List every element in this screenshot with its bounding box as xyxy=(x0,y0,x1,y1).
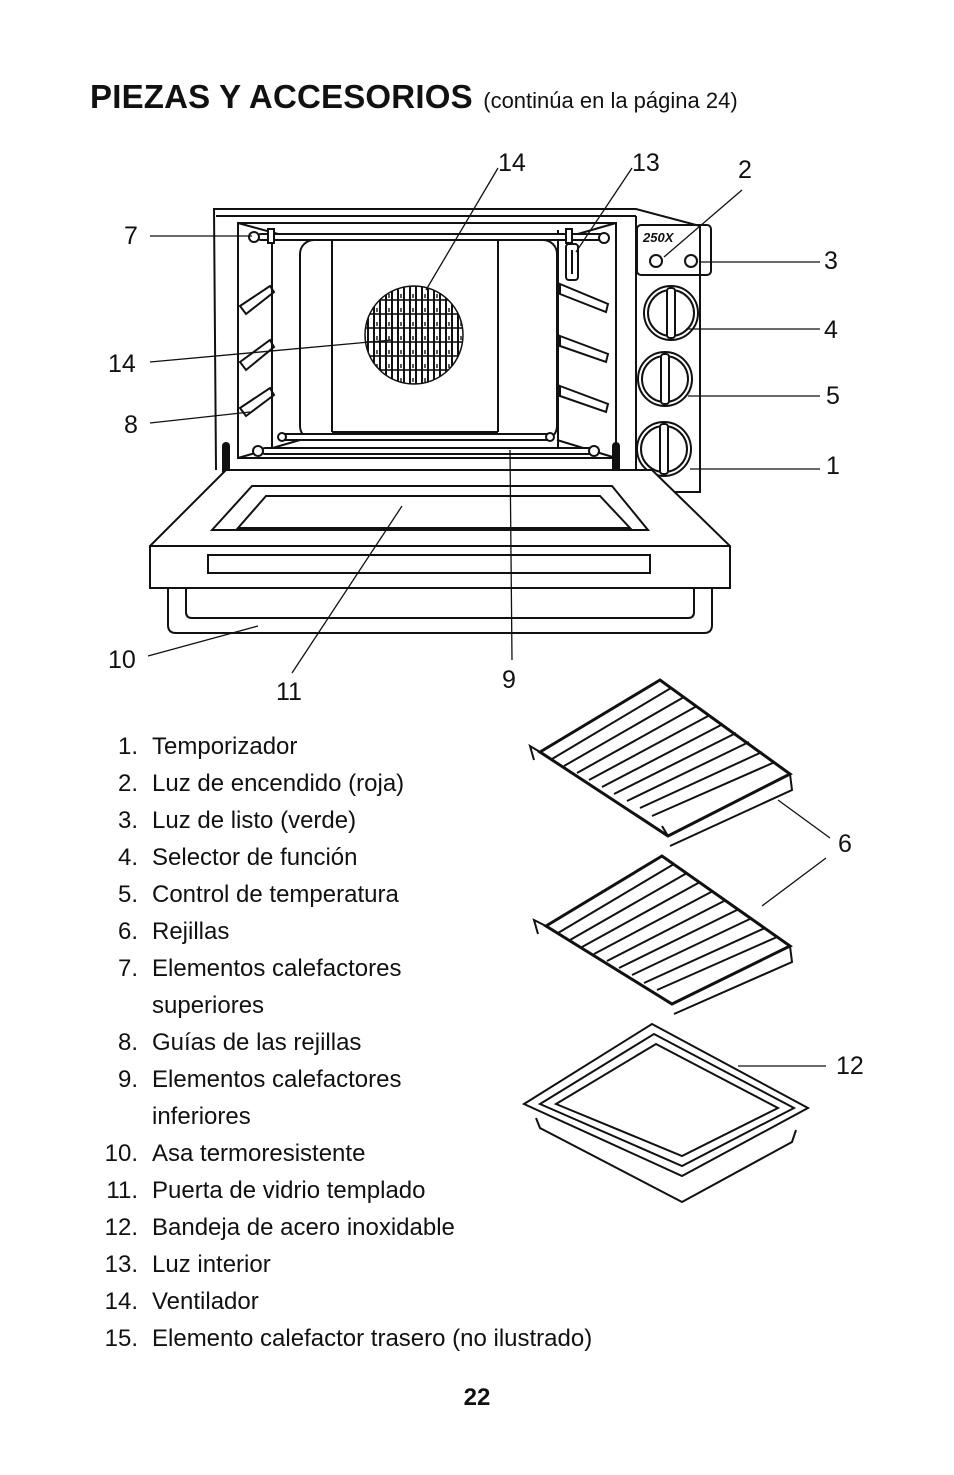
heading-continuation-note: (continúa en la página 24) xyxy=(483,88,738,113)
interior-light xyxy=(565,243,579,281)
ready-light xyxy=(684,254,698,268)
list-item: 12.Bandeja de acero inoxidable xyxy=(104,1214,455,1241)
callout-9: 9 xyxy=(502,666,516,694)
wire-rack-lower xyxy=(532,854,794,1015)
callout-7: 7 xyxy=(124,222,138,250)
power-light xyxy=(649,254,663,268)
wire-rack-upper xyxy=(528,678,794,847)
callout-6: 6 xyxy=(838,830,852,858)
lower-heating-element xyxy=(252,432,600,457)
list-item: 13.Luz interior xyxy=(104,1251,271,1278)
callout-11: 11 xyxy=(276,678,302,706)
list-item: 15.Elemento calefactor trasero (no ilust… xyxy=(104,1325,593,1352)
heat-resistant-handle xyxy=(167,588,713,634)
brand-logo: 250X xyxy=(642,230,675,245)
callout-2: 2 xyxy=(738,156,752,184)
tempered-glass-door xyxy=(149,469,731,589)
temperature-knob xyxy=(637,351,693,407)
fan xyxy=(364,285,464,385)
function-knob xyxy=(643,285,699,341)
list-item: 8.Guías de las rejillas xyxy=(117,1029,362,1056)
list-item: 14.Ventilador xyxy=(104,1288,259,1315)
section-heading: PIEZAS Y ACCESORIOS (continúa en la pági… xyxy=(90,78,738,116)
list-item: 9.Elementos calefactores inferiores xyxy=(117,1066,402,1130)
callout-13: 13 xyxy=(632,149,660,177)
callout-3: 3 xyxy=(824,247,838,275)
callout-numbers: 14 13 2 7 3 4 14 5 8 1 10 9 11 6 12 xyxy=(108,149,864,1080)
list-item: 2.Luz de encendido (roja) xyxy=(117,770,405,797)
list-item: 10.Asa termoresistente xyxy=(104,1140,366,1167)
callout-8: 8 xyxy=(124,411,138,439)
list-item: 6.Rejillas xyxy=(117,918,230,945)
callout-1: 1 xyxy=(826,452,840,480)
logo-text: 250X xyxy=(642,230,675,245)
callout-leader-lines xyxy=(147,167,831,1067)
heading-title: PIEZAS Y ACCESORIOS xyxy=(90,78,473,115)
list-item: 3.Luz de listo (verde) xyxy=(117,807,357,834)
page-number: 22 xyxy=(463,1384,491,1411)
upper-heating-element xyxy=(248,228,610,244)
rack-guides-right xyxy=(559,282,610,414)
list-item: 7.Elementos calefactores superiores xyxy=(117,955,402,1019)
callout-5: 5 xyxy=(826,382,840,410)
parts-list: 1.Temporizador 2.Luz de encendido (roja)… xyxy=(90,728,752,1357)
rack-guides-left xyxy=(238,284,276,418)
timer-knob xyxy=(636,421,692,477)
callout-4: 4 xyxy=(824,316,838,344)
list-item: 1.Temporizador xyxy=(117,733,298,760)
stainless-steel-tray xyxy=(521,1022,811,1204)
callout-12: 12 xyxy=(836,1052,864,1080)
list-item: 4.Selector de función xyxy=(117,844,358,871)
callout-14-left: 14 xyxy=(108,350,136,378)
callout-14-top: 14 xyxy=(498,149,526,177)
callout-10: 10 xyxy=(108,646,136,674)
list-item: 5.Control de temperatura xyxy=(117,881,399,908)
control-panel xyxy=(636,224,712,276)
list-item: 11.Puerta de vidrio templado xyxy=(106,1177,426,1204)
